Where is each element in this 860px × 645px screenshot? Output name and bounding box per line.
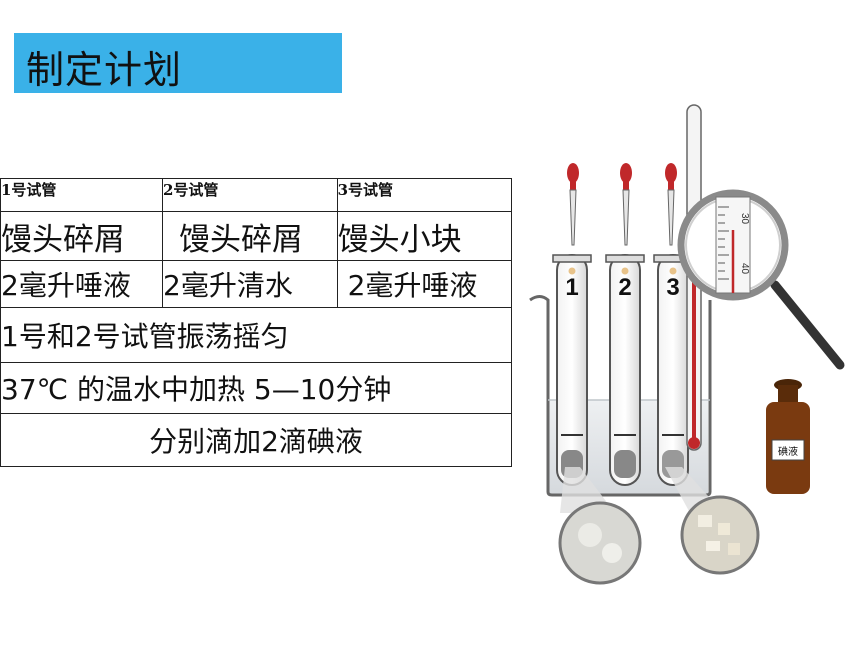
header-tube-1: 1号试管 <box>0 178 163 212</box>
tube-number-1: 1 <box>565 274 578 301</box>
material-tube-3: 馒头小块 <box>336 211 513 261</box>
step-heat: 37℃ 的温水中加热 5—10分钟 <box>0 362 512 414</box>
step-shake: 1号和2号试管振荡摇匀 <box>0 307 512 363</box>
dropper-1 <box>567 163 579 246</box>
thermometer-scale-30: 30 <box>739 213 750 225</box>
step-iodine: 分别滴加2滴碘液 <box>0 413 512 467</box>
dropper-icon <box>567 163 677 246</box>
table-row-heat: 37℃ 的温水中加热 5—10分钟 <box>0 362 512 414</box>
table-header-row: 1号试管 2号试管 3号试管 <box>0 178 513 212</box>
magnifier-icon: 30 40 <box>677 189 845 370</box>
tube-number-2: 2 <box>618 274 631 301</box>
iodine-bottle-icon: 碘液 <box>766 379 810 494</box>
header-tube-3: 3号试管 <box>336 178 513 212</box>
test-tube-2 <box>605 254 645 486</box>
material-tube-1: 馒头碎屑 <box>0 211 163 261</box>
tube-number-3: 3 <box>666 274 679 301</box>
liquid-tube-1: 2毫升唾液 <box>0 260 163 308</box>
table-row-material: 馒头碎屑 馒头碎屑 馒头小块 <box>0 211 513 261</box>
liquid-tube-3: 2毫升唾液 <box>336 260 513 308</box>
dropper-2 <box>620 163 632 246</box>
thermometer-scale-40: 40 <box>739 263 750 275</box>
table-row-iodine: 分别滴加2滴碘液 <box>0 413 512 467</box>
header-tube-2: 2号试管 <box>162 178 338 212</box>
chunk-callout <box>665 467 760 575</box>
title-banner: 制定计划 <box>14 33 342 93</box>
page-title: 制定计划 <box>26 48 183 92</box>
bottle-label: 碘液 <box>778 445 798 458</box>
table-row-shake: 1号和2号试管振荡摇匀 <box>0 307 512 363</box>
experiment-plan-table: 1号试管 2号试管 3号试管 馒头碎屑 馒头碎屑 馒头小块 2毫升唾液 2毫升清… <box>0 178 513 467</box>
table-row-liquid: 2毫升唾液 2毫升清水 2毫升唾液 <box>0 260 513 308</box>
material-tube-2: 馒头碎屑 <box>162 211 338 261</box>
powder-callout <box>558 467 642 585</box>
dropper-3 <box>665 163 677 246</box>
liquid-tube-2: 2毫升清水 <box>162 260 338 308</box>
experiment-apparatus: 1 2 3 30 40 碘液 <box>529 104 845 585</box>
